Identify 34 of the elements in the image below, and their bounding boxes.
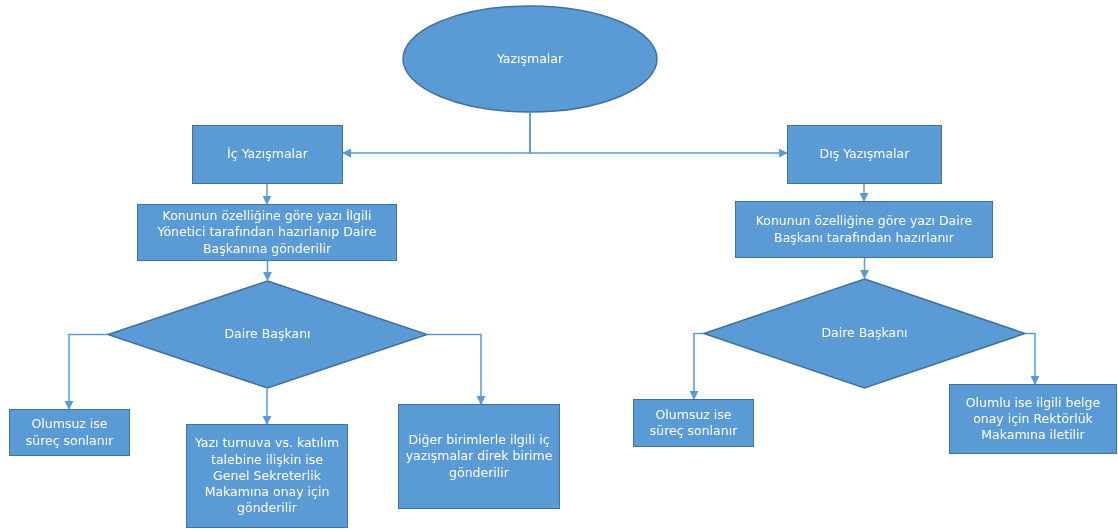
- process-box: [633, 399, 754, 447]
- node-label: Yazışmalar: [495, 50, 565, 68]
- arrow: [860, 257, 869, 279]
- node-label: İç Yazışmalar: [226, 146, 309, 163]
- node-label: Konunun özelliğine göre yazı Daire Başkanı tarafından hazırlanır: [754, 213, 974, 246]
- node-label: Olumsuz ise süreç sonlanır: [24, 416, 115, 449]
- process-box: [398, 404, 560, 509]
- arrow: [262, 388, 272, 425]
- decision-diamond: [703, 278, 1026, 389]
- arrow: [262, 183, 272, 205]
- arrow: [689, 332, 704, 400]
- node-label: Olumlu ise ilgili belge onay için Rektörlük Makamına iletilir: [964, 394, 1102, 444]
- node-label: Konunun özelliğine göre yazı İlgili Yönetici tarafından hazırlanıp Daire Başkanına gönderilir: [156, 208, 378, 257]
- process-box: [192, 125, 343, 184]
- process-box: [186, 424, 348, 528]
- decision-diamond: [107, 280, 428, 389]
- process-box: [787, 125, 942, 184]
- process-box: [949, 384, 1117, 454]
- process-box: [9, 409, 130, 456]
- arrow: [64, 333, 108, 410]
- node-label: Daire Başkanı: [223, 326, 312, 343]
- process-box: [137, 204, 397, 261]
- arrow: [529, 112, 788, 158]
- arrow: [1025, 332, 1040, 385]
- node-label: Dış Yazışmalar: [818, 146, 911, 163]
- start-ellipse: [402, 5, 658, 113]
- arrow: [263, 260, 272, 281]
- arrow: [859, 183, 869, 202]
- node-label: Yazı turnuva vs. katılım talebine ilişkin ise Genel Sekreterlik Makamına onay için gönderilir: [193, 435, 341, 517]
- node-label: Olumsuz ise süreç sonlanır: [648, 406, 739, 440]
- process-box: [735, 201, 993, 258]
- node-label: Diğer birimlerle ilgili iç yazışmalar direk birime gönderilir: [404, 432, 554, 481]
- node-label: Daire Başkanı: [820, 325, 909, 342]
- arrow: [427, 333, 486, 405]
